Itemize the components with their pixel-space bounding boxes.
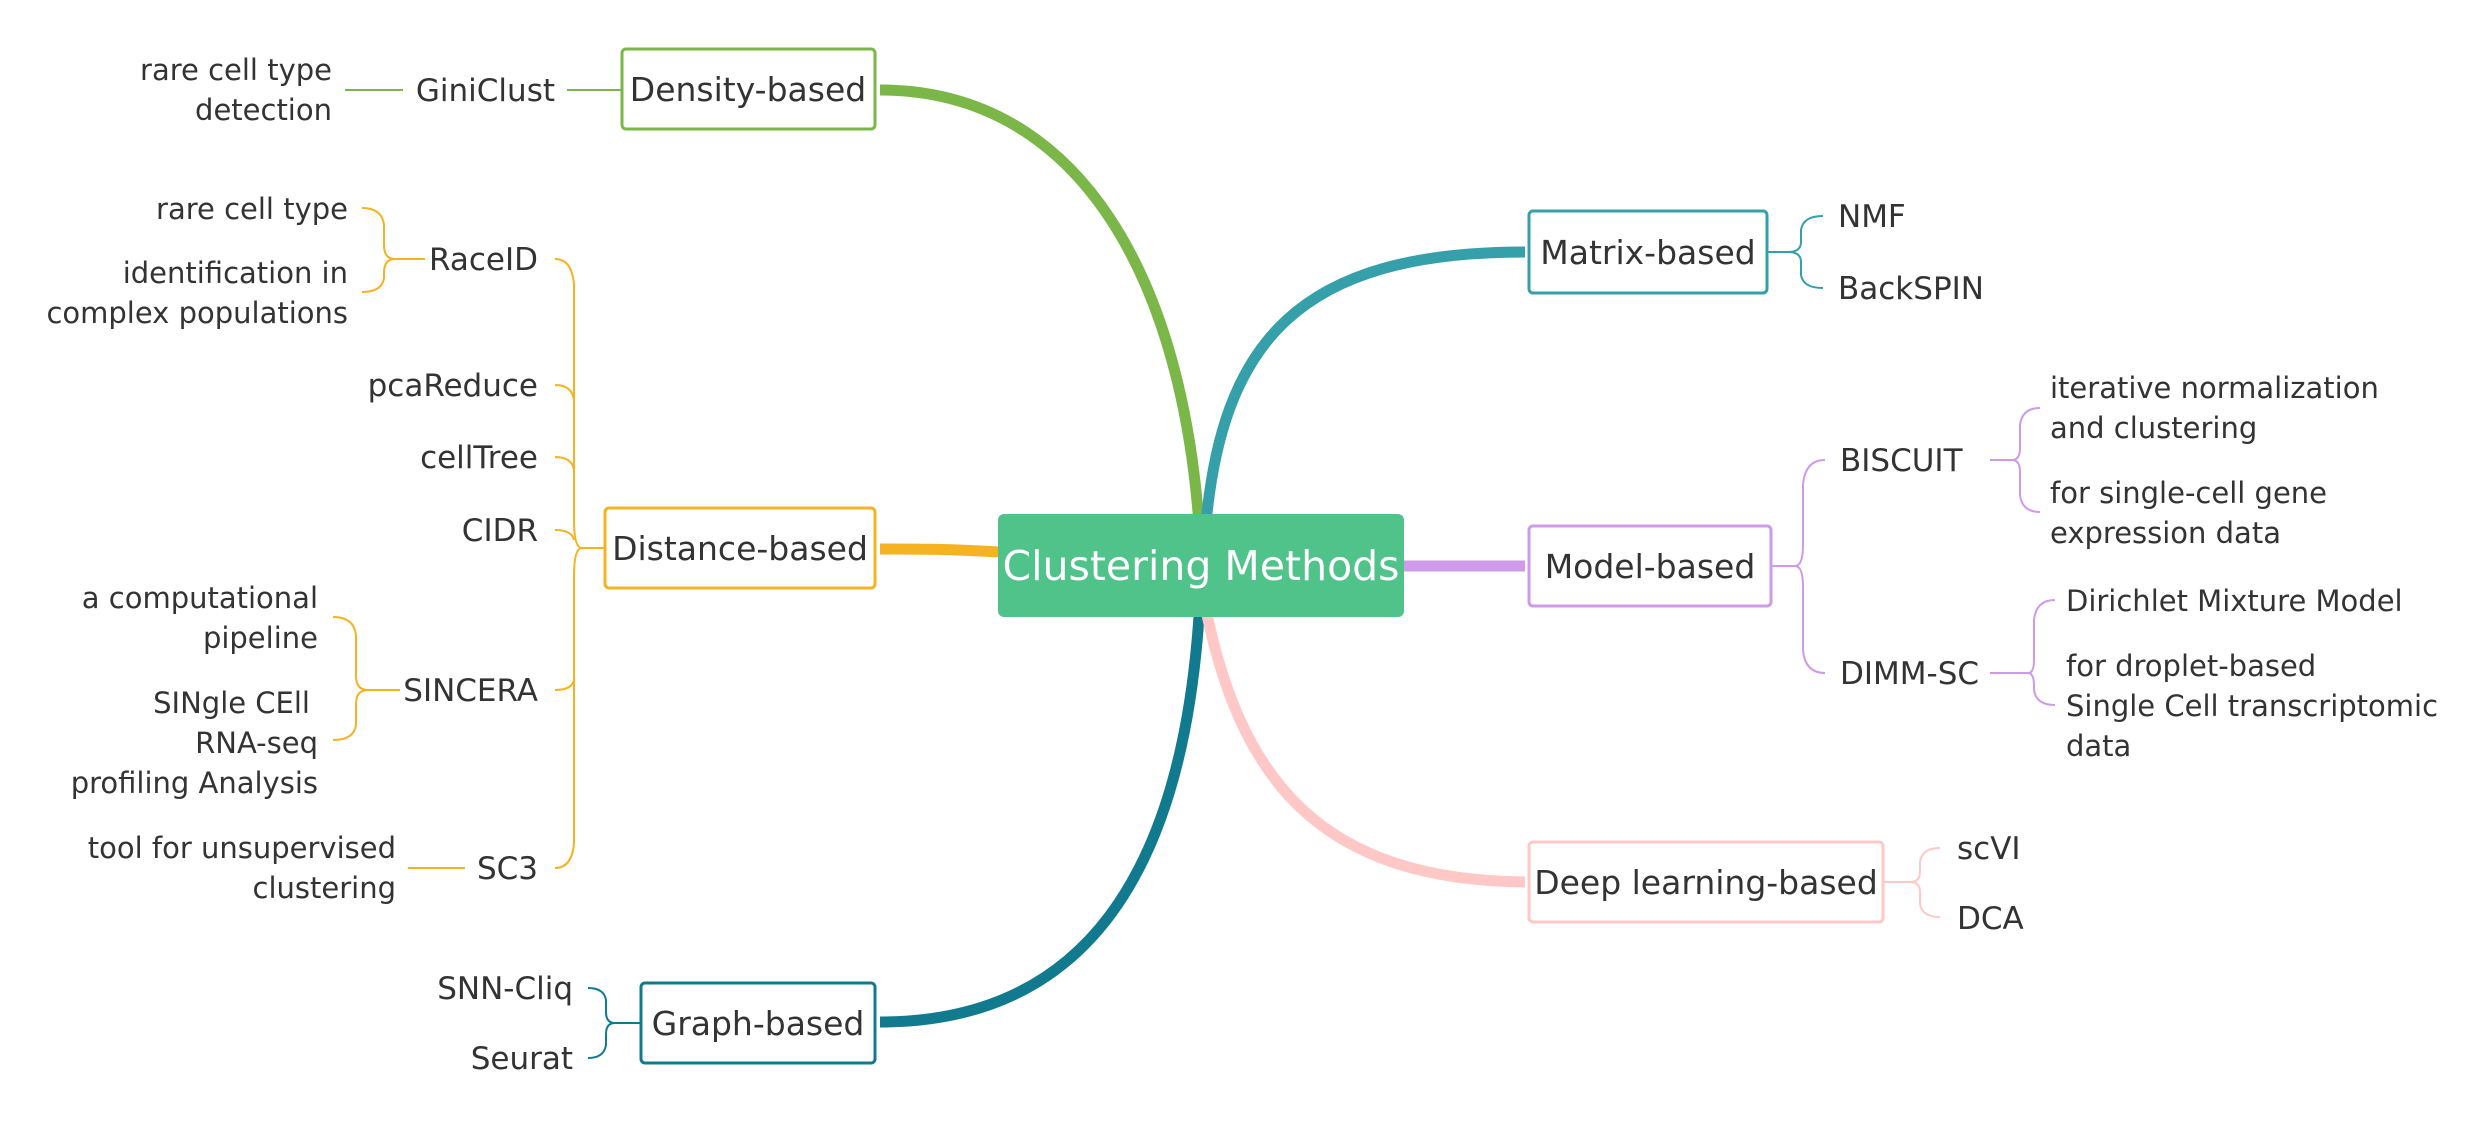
note-sincera-1b: pipeline: [203, 621, 318, 655]
node-graph-based[interactable]: Graph-based: [639, 981, 877, 1065]
note-dimm-sc-2a: for droplet-based: [2066, 649, 2316, 683]
note-dimm-sc-2c: data: [2066, 729, 2131, 763]
method-backspin[interactable]: BackSPIN: [1838, 271, 1984, 307]
note-biscuit-2b: expression data: [2050, 516, 2281, 550]
note-biscuit-1a: iterative normalization: [2050, 371, 2379, 405]
center-node[interactable]: Clustering Methods: [998, 514, 1404, 617]
node-distance-based[interactable]: Distance-based: [603, 506, 877, 590]
svg-text:Model-based: Model-based: [1545, 547, 1756, 586]
note-sincera-2b: RNA-seq: [195, 726, 318, 760]
note-giniclust-2: detection: [195, 93, 332, 127]
svg-text:Distance-based: Distance-based: [612, 529, 868, 568]
note-dimm-sc-1: Dirichlet Mixture Model: [2066, 584, 2403, 618]
method-seurat[interactable]: Seurat: [471, 1041, 573, 1077]
svg-text:Density-based: Density-based: [630, 70, 866, 109]
note-sincera-2a: SINgle CEll: [153, 686, 310, 720]
note-dimm-sc-2b: Single Cell transcriptomic: [2066, 689, 2438, 723]
node-deep-learning-based[interactable]: Deep learning-based: [1527, 840, 1885, 924]
method-dimm-sc[interactable]: DIMM-SC: [1840, 656, 1979, 692]
svg-text:Clustering Methods: Clustering Methods: [1002, 542, 1399, 590]
svg-text:Matrix-based: Matrix-based: [1540, 233, 1755, 272]
method-giniclust[interactable]: GiniClust: [416, 73, 555, 109]
method-nmf[interactable]: NMF: [1838, 199, 1906, 235]
branch-deep: [1199, 603, 1526, 888]
note-biscuit-1b: and clustering: [2050, 411, 2257, 445]
method-snn-cliq[interactable]: SNN-Cliq: [437, 971, 573, 1007]
node-model-based[interactable]: Model-based: [1527, 524, 1773, 608]
note-sc3-2: clustering: [253, 871, 396, 905]
method-raceid[interactable]: RaceID: [429, 242, 538, 278]
method-celltree[interactable]: cellTree: [420, 440, 538, 476]
node-density-based[interactable]: Density-based: [620, 47, 877, 131]
note-sc3-1: tool for unsupervised: [88, 831, 396, 865]
method-sincera[interactable]: SINCERA: [403, 673, 538, 709]
branch-density: [879, 84, 1206, 541]
svg-text:Deep learning-based: Deep learning-based: [1534, 863, 1878, 902]
note-biscuit-2a: for single-cell gene: [2050, 476, 2327, 510]
branch-matrix: [1199, 246, 1526, 536]
method-cidr[interactable]: CIDR: [462, 513, 538, 549]
note-raceid-1: rare cell type: [156, 192, 348, 226]
note-raceid-2a: identification in: [123, 256, 348, 290]
method-sc3[interactable]: SC3: [477, 851, 538, 887]
note-sincera-2c: profiling Analysis: [71, 766, 318, 800]
note-raceid-2b: complex populations: [46, 296, 348, 330]
note-sincera-1a: a computational: [82, 581, 318, 615]
svg-text:Graph-based: Graph-based: [652, 1004, 865, 1043]
note-giniclust-1: rare cell type: [140, 53, 332, 87]
branch-distance: [879, 543, 1001, 558]
method-scvi[interactable]: scVI: [1957, 831, 2021, 867]
method-pcareduce[interactable]: pcaReduce: [368, 368, 538, 404]
branch-graph: [879, 599, 1206, 1028]
node-matrix-based[interactable]: Matrix-based: [1527, 209, 1769, 295]
method-dca[interactable]: DCA: [1957, 901, 2024, 937]
method-biscuit[interactable]: BISCUIT: [1840, 443, 1964, 479]
